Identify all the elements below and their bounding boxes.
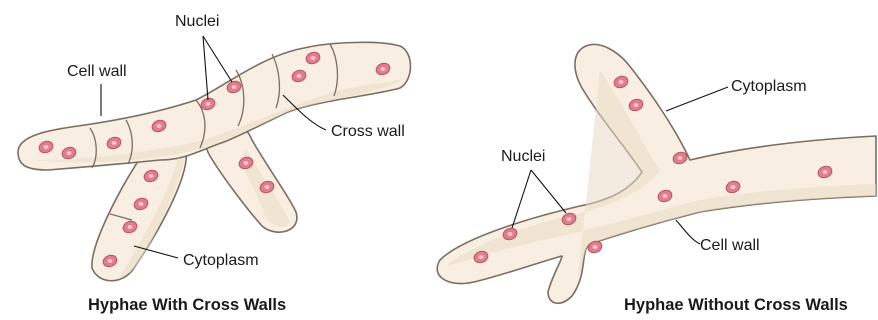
- label-cytoplasm-right: Cytoplasm: [731, 78, 807, 95]
- coenocytic-hyphae: Nuclei Cytoplasm Cell wall Hyphae Withou…: [437, 44, 876, 314]
- label-cytoplasm-left: Cytoplasm: [183, 252, 259, 269]
- caption-hyphae-without-cross-walls: Hyphae Without Cross Walls: [624, 296, 848, 314]
- septate-hyphae: Nuclei Cell wall Cross wall Cytoplasm Hy…: [18, 13, 411, 314]
- caption-hyphae-with-cross-walls: Hyphae With Cross Walls: [88, 296, 286, 314]
- label-cross-wall: Cross wall: [331, 123, 405, 140]
- label-cell-wall-left: Cell wall: [67, 63, 127, 80]
- label-nuclei-left: Nuclei: [175, 13, 219, 30]
- label-cell-wall-right: Cell wall: [700, 237, 760, 254]
- label-nuclei-right: Nuclei: [501, 148, 545, 165]
